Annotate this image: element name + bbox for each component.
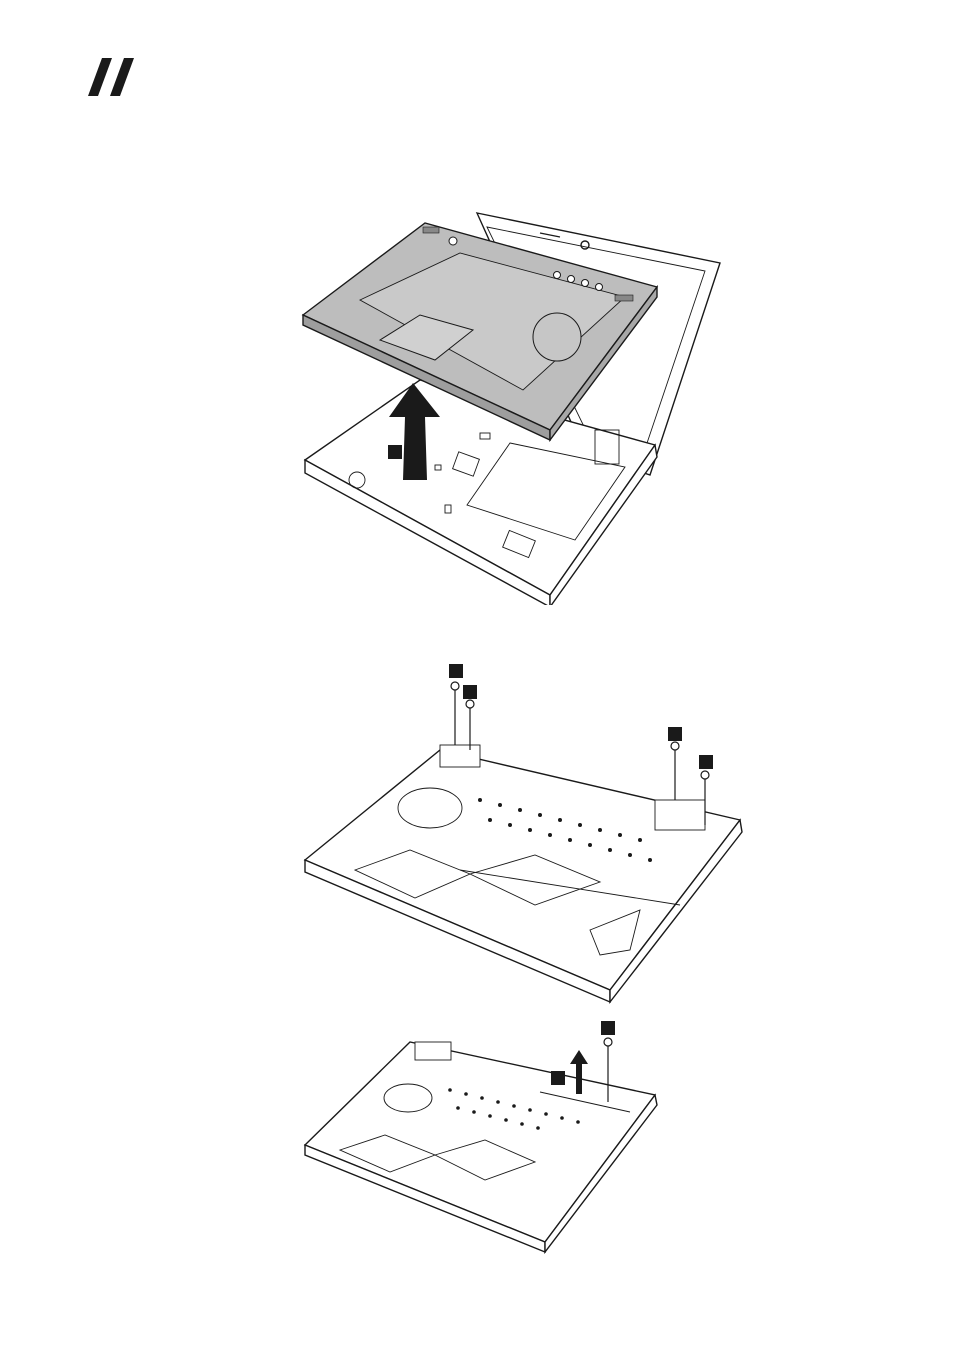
callout-marker xyxy=(668,727,682,741)
base-chassis xyxy=(305,380,657,605)
callout-marker xyxy=(388,445,402,459)
callout-marker xyxy=(699,755,713,769)
double-slash-icon xyxy=(88,58,138,96)
callout-marker xyxy=(449,664,463,678)
figure-palm-rest-removal xyxy=(295,205,735,605)
palm-rest-underside xyxy=(305,1042,657,1252)
figure-palm-rest-screws-hinge xyxy=(300,660,750,1005)
callout-marker xyxy=(551,1071,565,1085)
callout-marker xyxy=(463,685,477,699)
palm-rest-cover xyxy=(303,223,657,440)
palm-rest-underside xyxy=(305,750,742,1002)
callout-marker xyxy=(601,1021,615,1035)
figure-palm-rest-screw-connector xyxy=(300,1020,660,1255)
